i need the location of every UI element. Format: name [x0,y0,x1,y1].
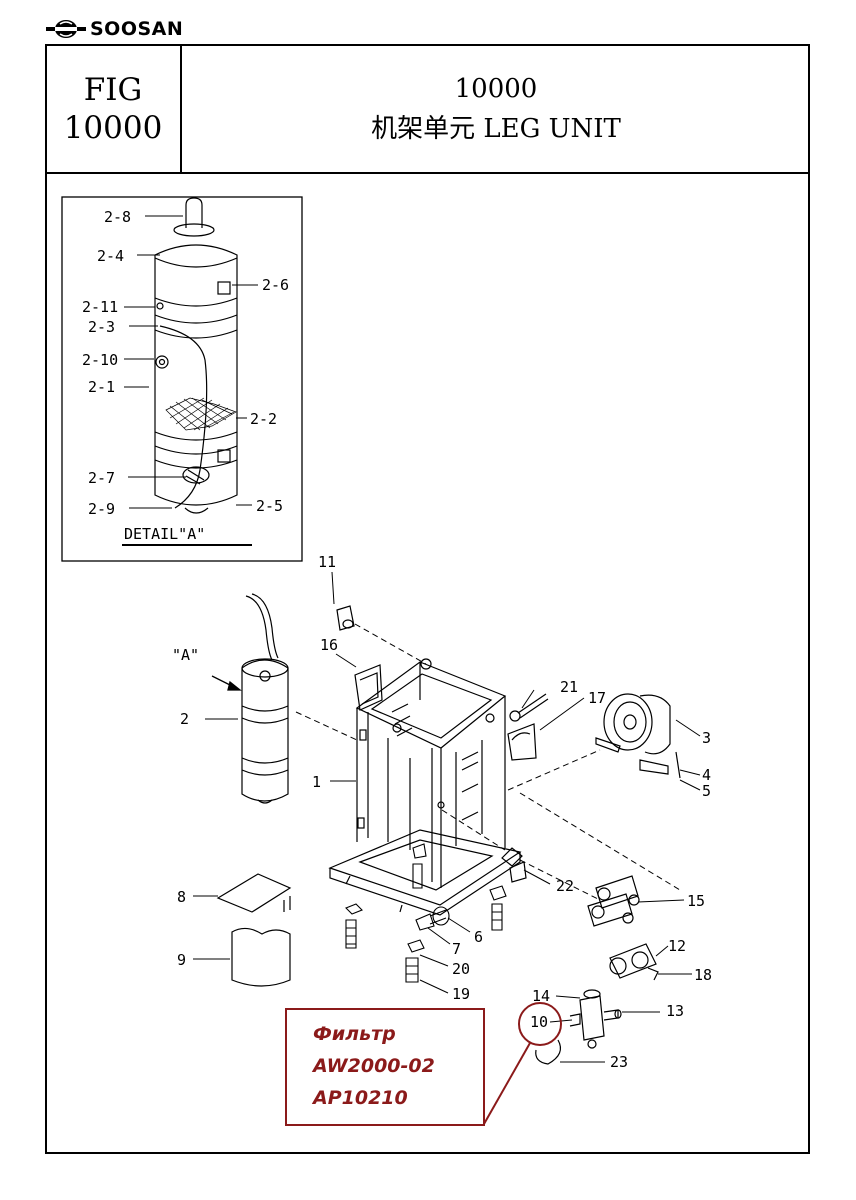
main-callout: 11 [318,553,336,571]
part-8-drawing [216,873,292,913]
main-callout: 23 [610,1053,628,1071]
detail-callout: 2-3 [88,318,115,336]
main-callout: 3 [702,729,711,747]
part-16-drawing [354,664,383,711]
main-callout: 21 [560,678,578,696]
filter-annotation-box: Фильтр AW2000-02 AP10210 [285,1008,485,1126]
part-21-drawing [509,693,549,722]
main-callout: 1 [312,773,321,791]
main-callout: 17 [588,689,606,707]
soosan-logo-icon [46,20,86,38]
part-23-drawing [535,1039,561,1065]
detail-callout: 2-11 [82,298,118,316]
part-11-drawing [336,605,355,631]
annotation-line-2: AW2000-02 [313,1055,435,1077]
brand-logo: SOOSAN [46,14,183,44]
part-3-drawing [595,693,681,779]
detail-callout: 2-4 [97,247,124,265]
main-callout: 4 [702,766,711,784]
fasteners-drawing [345,843,507,983]
figure-number: 10000 [63,109,163,146]
main-callout: 8 [177,888,186,906]
main-callout: 7 [452,940,461,958]
main-callout: 14 [532,987,550,1005]
title-text: 机架单元 LEG UNIT [371,113,621,144]
brand-name: SOOSAN [90,18,184,40]
part-12-drawing [609,943,659,981]
part-22-drawing [509,861,527,883]
detail-filter-drawing [154,197,238,514]
main-callout: 18 [694,966,712,984]
main-callout: 2 [180,710,189,728]
alignment-dashed-lines [295,623,681,901]
main-callout: 12 [668,937,686,955]
main-callout: 19 [452,985,470,1003]
detail-callout: 2-2 [250,410,277,428]
detail-callout: 2-7 [88,469,115,487]
part-17-drawing [507,723,537,761]
main-callout: 5 [702,782,711,800]
filter-main-drawing [241,593,289,804]
detail-leader-lines [124,215,258,509]
drawing-frame [45,44,810,1154]
main-callout: 20 [452,960,470,978]
figure-label: FIG [83,71,143,108]
highlight-pointer-line [483,1042,531,1125]
view-a-marker: "A" [172,646,199,664]
part-9-drawing [231,927,291,987]
detail-callout: 2-10 [82,351,118,369]
main-callout: 13 [666,1002,684,1020]
view-a-arrow [211,675,242,691]
header-divider-horizontal [45,172,810,174]
leg-frame-drawing [328,658,523,916]
drawing-title: 10000 机架单元 LEG UNIT [182,44,810,173]
detail-callout: 2-1 [88,378,115,396]
figure-number-box: FIG 10000 [45,44,181,173]
part-15-drawing [587,875,640,927]
highlight-circle [518,1002,562,1046]
title-number: 10000 [454,73,538,104]
annotation-line-3: AP10210 [313,1087,408,1109]
main-callout: 22 [556,877,574,895]
detail-callout: 2-5 [256,497,283,515]
main-callout: 6 [474,928,483,946]
part-13-14-drawing [569,989,622,1049]
annotation-line-1: Фильтр [313,1023,396,1045]
header-divider-vertical [180,44,182,173]
detail-a-box [61,196,303,562]
filter-mesh-pattern [165,397,237,431]
main-callout: 10 [530,1013,548,1031]
main-callout: 16 [320,636,338,654]
main-callout: 9 [177,951,186,969]
detail-callout: 2-8 [104,208,131,226]
detail-callout: 2-9 [88,500,115,518]
main-leader-lines [193,571,701,1063]
main-callout: 15 [687,892,705,910]
detail-callout: 2-6 [262,276,289,294]
detail-caption: DETAIL"A" [124,525,205,543]
